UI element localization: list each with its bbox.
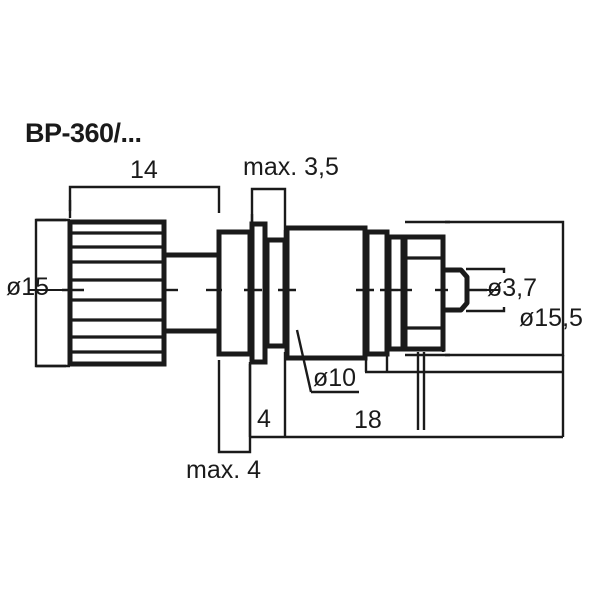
dimension-4 (248, 352, 287, 439)
knurled-knob (67, 219, 167, 367)
dimension-dia-15 (34, 218, 84, 368)
dimension-max-3-5 (250, 187, 287, 238)
rear-shoulder (364, 229, 390, 357)
panel-washer (249, 221, 268, 365)
threaded-pin (440, 267, 470, 313)
dimension-label-dia-15-5: ø15,5 (519, 304, 583, 332)
barrel-step (264, 237, 288, 349)
extension-lines (164, 214, 563, 374)
dimension-dia-10 (295, 329, 359, 394)
rear-hex-nut (386, 234, 446, 352)
dimension-label-dia-3-7: ø3,7 (487, 274, 538, 302)
dimension-max-4 (217, 360, 252, 454)
dimension-label-max-4: max. 4 (186, 456, 262, 484)
main-barrel (284, 225, 368, 361)
page-title: BP-360/... (25, 118, 142, 148)
dimension-14 (68, 185, 221, 218)
dimension-label-dia-15: ø15 (6, 273, 50, 301)
dimension-dia-15-5 (405, 220, 565, 357)
dimension-18 (285, 312, 565, 439)
knob-shank (161, 252, 223, 334)
mounting-flange (216, 229, 253, 357)
dimension-label-4: 4 (257, 405, 271, 433)
dimension-label-dia-10: ø10 (313, 364, 357, 392)
dimension-label-18: 18 (354, 406, 382, 434)
dimension-label-14: 14 (130, 156, 158, 184)
knurl-ribs (72, 231, 162, 354)
dimension-label-max-3-5: max. 3,5 (243, 153, 339, 181)
dimension-dia-3-7 (466, 267, 506, 313)
